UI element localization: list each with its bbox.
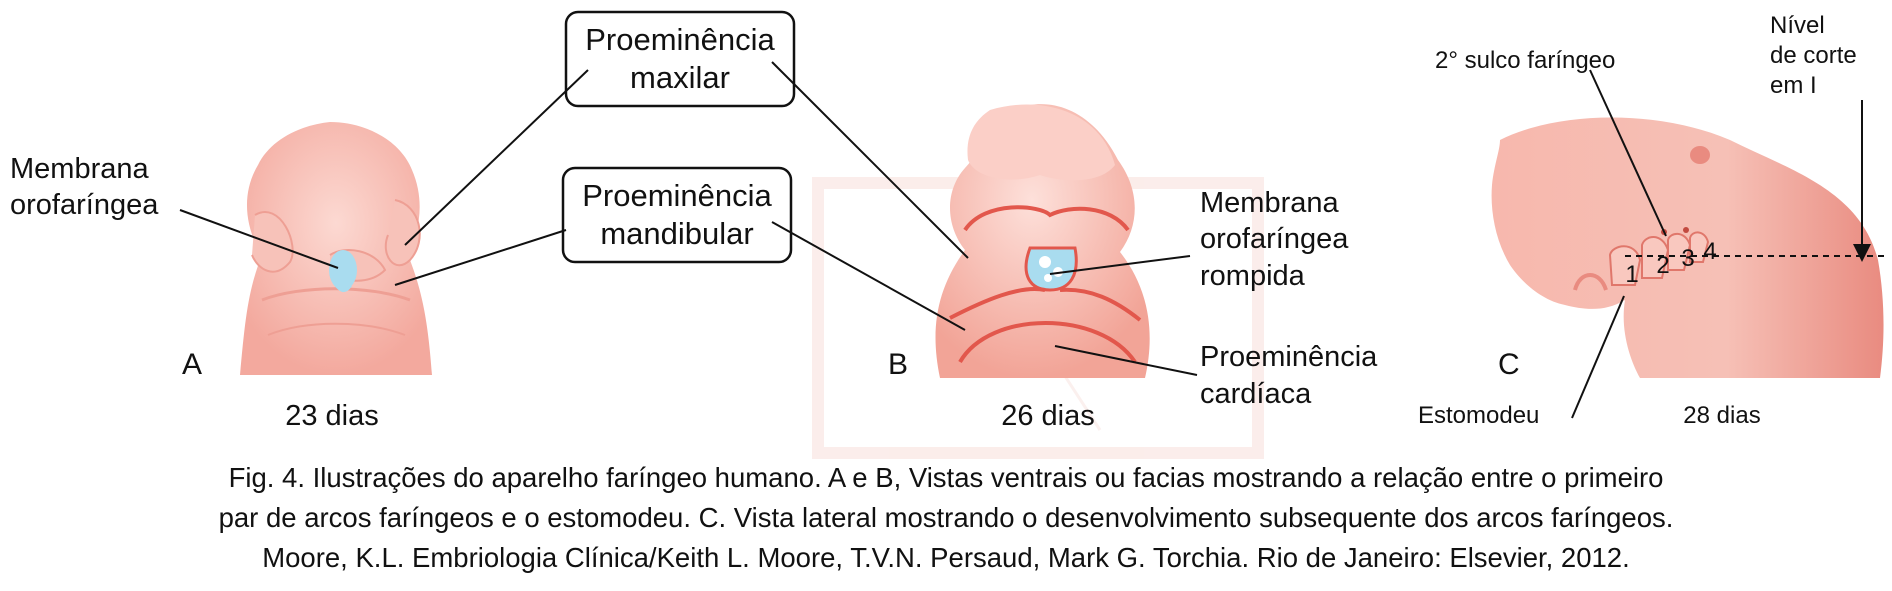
maxillary-label-line2: maxilar [630, 60, 730, 95]
embryo-b-illustration [935, 104, 1150, 378]
leader-lines [179, 61, 1667, 419]
cut-level-marker [1625, 100, 1885, 262]
cardiac-label-line1: Proeminência [1200, 341, 1378, 373]
caption-line-1: Fig. 4. Ilustrações do aparelho faríngeo… [228, 462, 1664, 493]
arch-number-1: 1 [1625, 261, 1638, 288]
embryo-a-illustration [240, 122, 432, 375]
mandibular-label-line1: Proeminência [582, 178, 772, 213]
panel-b-day-label: 26 dias [1001, 400, 1095, 432]
embryo-c-illustration [1491, 117, 1884, 378]
mandibular-label-line2: mandibular [600, 216, 753, 251]
cut-level-label-line1: Nível [1770, 12, 1825, 39]
arch-number-3: 3 [1681, 245, 1694, 272]
groove-label: 2° sulco faríngeo [1435, 47, 1615, 74]
caption-line-3: Moore, K.L. Embriologia Clínica/Keith L.… [262, 542, 1630, 573]
oropharyngeal-membrane-a [329, 250, 357, 290]
cut-level-label-line3: em I [1770, 72, 1817, 99]
caption-line-2: par de arcos faríngeos e o estomodeu. C.… [218, 502, 1674, 533]
arch-number-4: 4 [1703, 238, 1716, 265]
panel-a-day-label: 23 dias [285, 400, 379, 432]
arch-number-2: 2 [1656, 252, 1669, 279]
membrane-a-label-line1: Membrana [10, 153, 149, 185]
panel-c-day-label: 28 dias [1683, 402, 1760, 429]
panel-a-letter: A [182, 348, 202, 381]
membrane-a-label-line2: orofaríngea [10, 189, 159, 221]
ruptured-membrane-label-line3: rompida [1200, 260, 1306, 292]
cardiac-label-line2: cardíaca [1200, 378, 1312, 410]
ruptured-membrane-label-line2: orofaríngea [1200, 223, 1349, 255]
cut-level-label-line2: de corte [1770, 42, 1857, 69]
panel-b-letter: B [888, 348, 908, 381]
mandibular-box [561, 166, 793, 264]
figure-caption: Fig. 4. Ilustrações do aparelho faríngeo… [0, 458, 1892, 578]
maxillary-box [564, 10, 796, 108]
maxillary-label-line1: Proeminência [585, 22, 775, 57]
stomodeum-label: Estomodeu [1418, 402, 1539, 429]
ruptured-membrane-label-line1: Membrana [1200, 187, 1339, 219]
panel-c-letter: C [1498, 348, 1520, 381]
